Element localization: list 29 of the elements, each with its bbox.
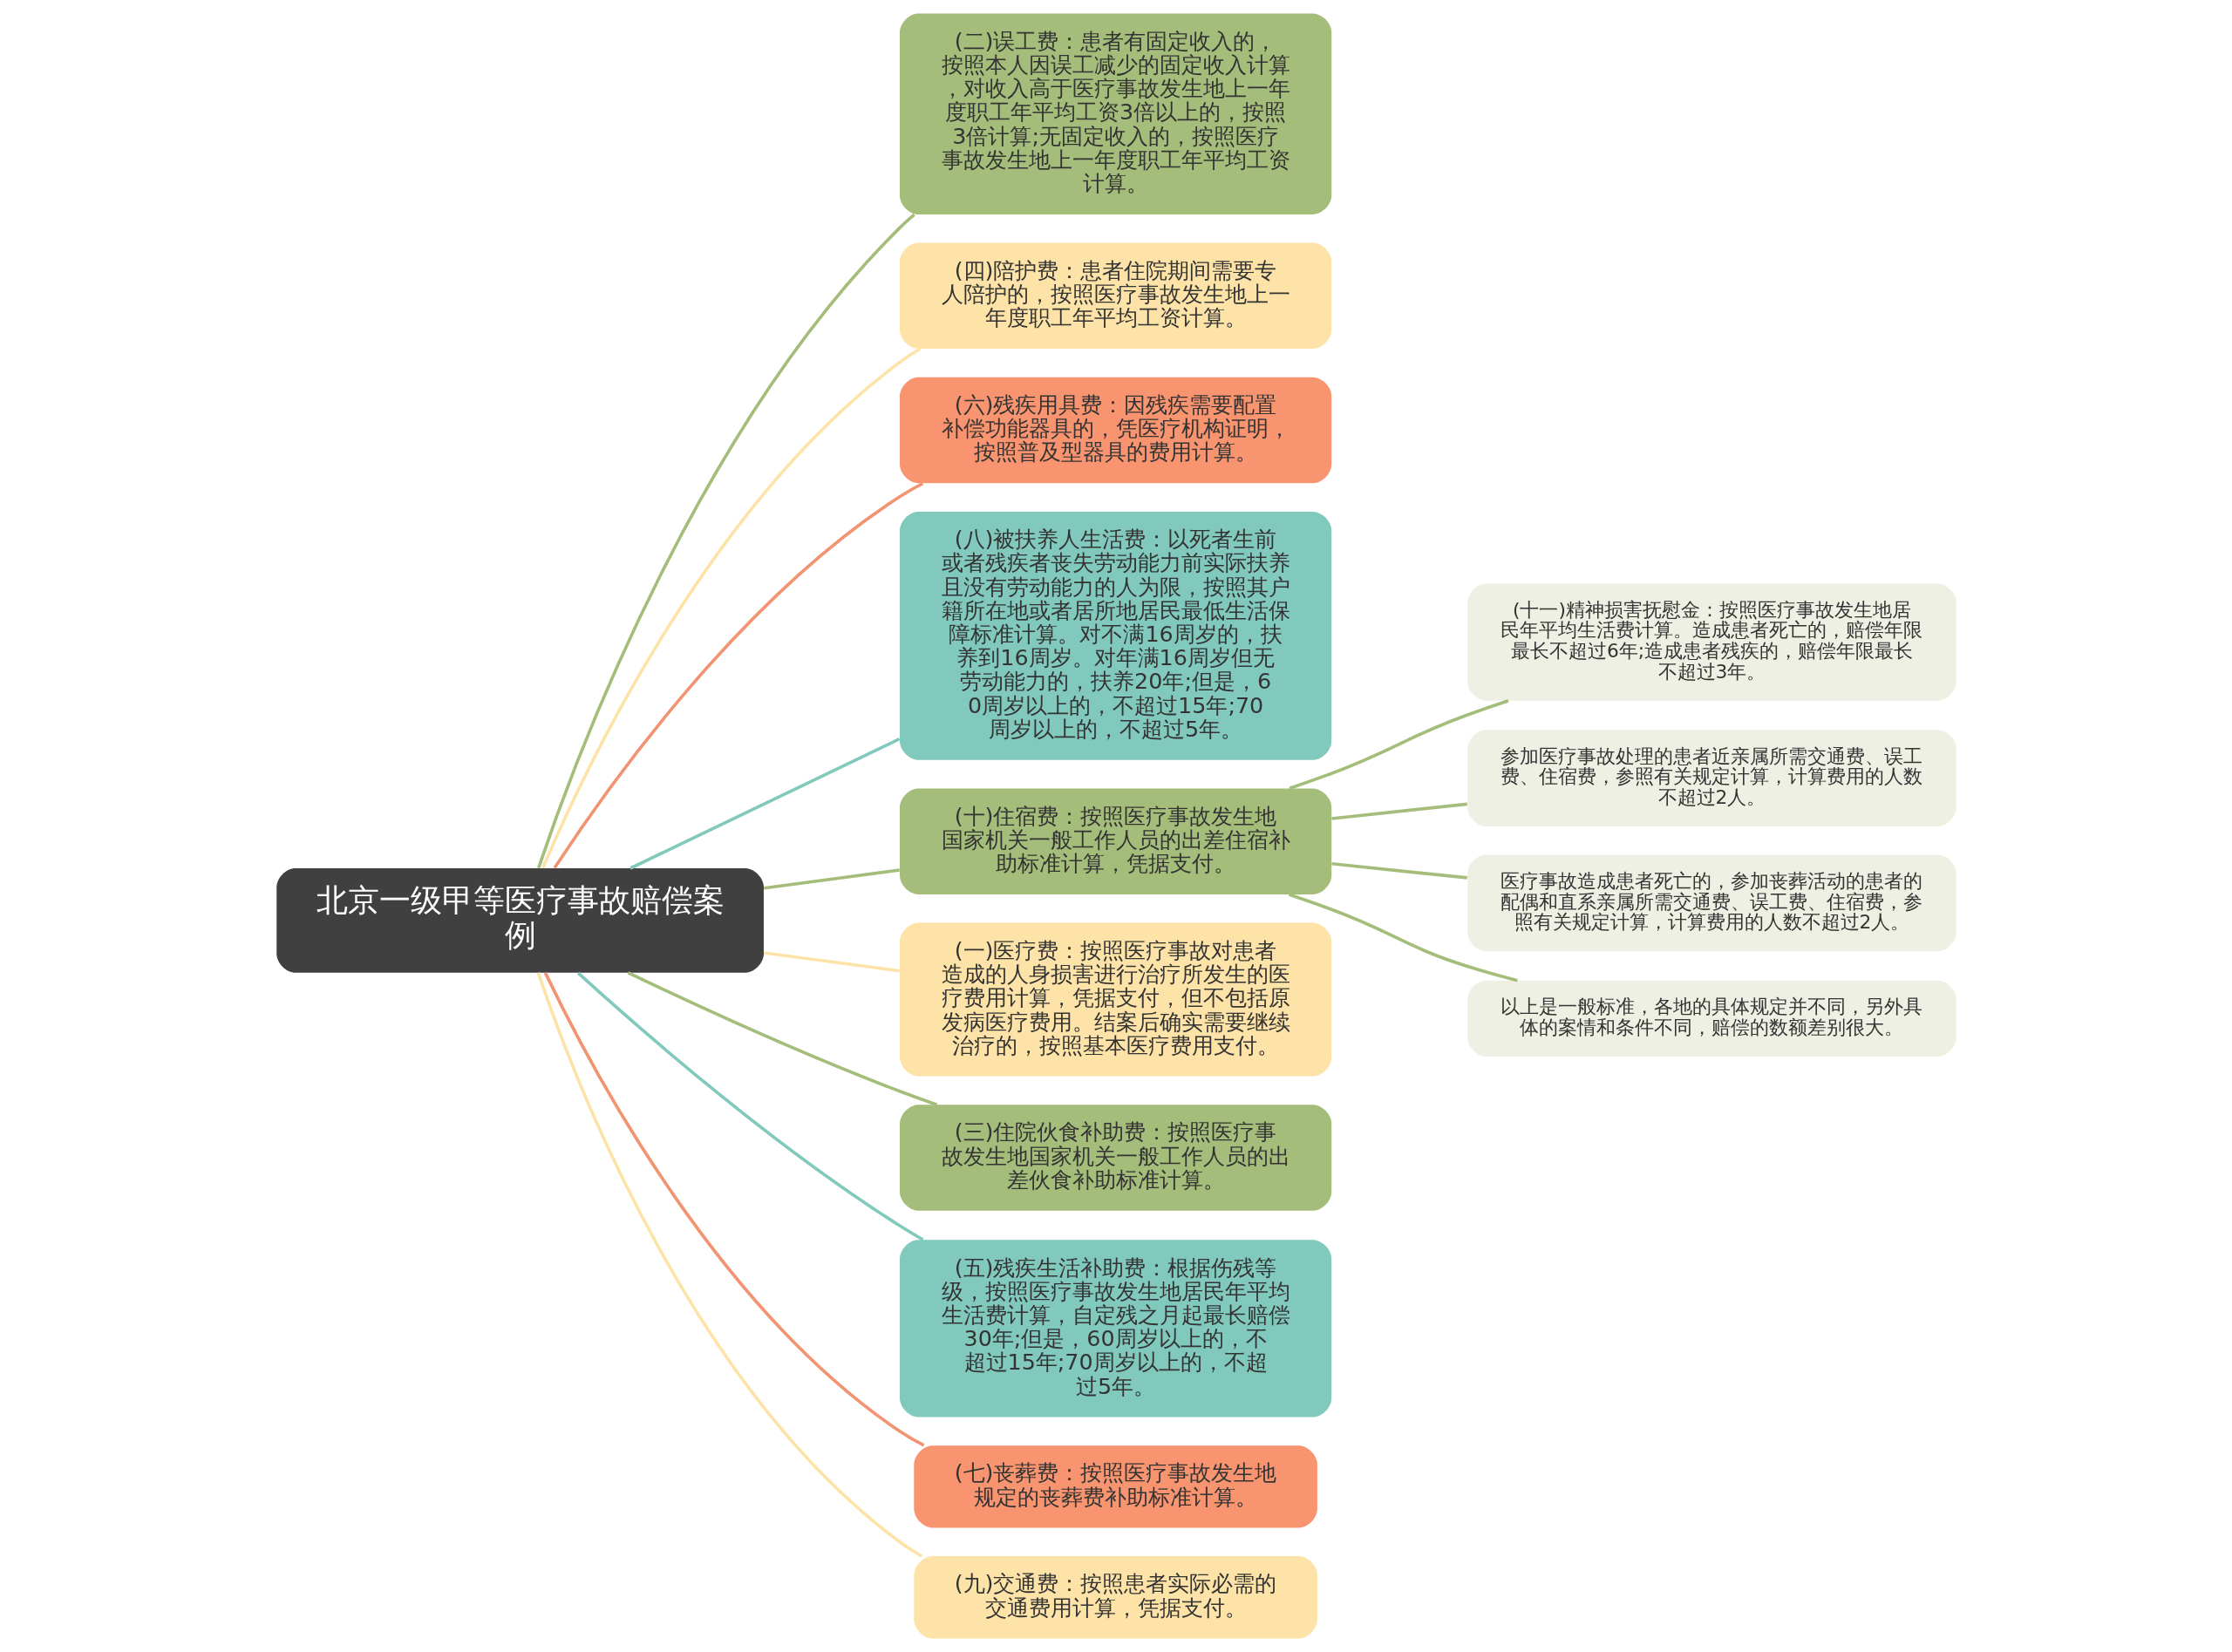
node-box: 医疗事故造成患者死亡的，参加丧葬活动的患者的配偶和直系亲属所需交通费、误工费、住宿费，参照有关规定计算，计算费用的人数不超过2人。 [1466,854,1956,952]
node-box: 以上是一般标准，各地的具体规定并不同，另外具体的案情和条件不同，赔偿的数额差别很大。 [1466,980,1956,1057]
node-box: (三)住院伙食补助费：按照医疗事故发生地国家机关一般工作人员的出差伙食补助标准计算。 [899,1105,1331,1211]
connector [627,971,937,1106]
connector [1330,861,1467,880]
connector [553,481,923,869]
connector [576,971,923,1241]
connector [1289,699,1509,791]
connector [536,213,915,869]
node-box: (五)残疾生活补助费：根据伤残等级，按照医疗事故发生地居民年平均生活费计算，自定残之月起最长赔偿30年;但是，60周岁以上的，不超过15年;70周岁以上的，不超过5年。 [899,1240,1331,1417]
connector [541,347,921,869]
connector [629,738,900,870]
node-box: (二)误工费：患者有固定收入的，按照本人因误工减少的固定收入计算，对收入高于医疗事故发生地上一年度职工年平均工资3倍以上的，按照3倍计算;无固定收入的，按照医疗事故发生地上一年度职工年平均工资计算。 [899,13,1331,214]
connector [763,868,900,890]
connector [543,972,924,1447]
node-box: (一)医疗费：按照医疗事故对患者造成的人身损害进行治疗所发生的医疗费用计算，凭据支付，但不包括原发病医疗费用。结案后确实需要继续治疗的，按照基本医疗费用支付。 [899,922,1331,1077]
node-box: (七)丧葬费：按照医疗事故发生地规定的丧葬费补助标准计算。 [913,1445,1317,1528]
node-box: 参加医疗事故处理的患者近亲属所需交通费、误工费、住宿费，参照有关规定计算，计算费用的人数不超过2人。 [1466,730,1956,826]
node-box: (六)残疾用具费：因残疾需要配置补偿功能器具的，凭医疗机构证明，按照普及型器具的费用计算。 [899,377,1331,484]
connector [763,951,900,973]
node-box: (十一)精神损害抚慰金：按照医疗事故发生地居民年平均生活费计算。造成患者死亡的，赔偿年限最长不超过6年;造成患者残疾的，赔偿年限最长不超过3年。 [1466,583,1956,701]
node-box: (四)陪护费：患者住院期间需要专人陪护的，按照医疗事故发生地上一年度职工年平均工资计算。 [899,242,1331,350]
connector [1288,893,1518,982]
node-box: (八)被扶养人生活费：以死者生前或者残疾者丧失劳动能力前实际扶养且没有劳动能力的人为限，按照其户籍所在地或者居所地居民最低生活保障标准计算。对不满16周岁的，扶养到16周岁。对年满16周岁但无劳动能力的，扶养20年;但是，60周岁以上的，不超过15年;70周岁以上的，不超过5年。 [899,511,1331,760]
connector [536,972,922,1558]
node-box: (十)住宿费：按照医疗事故发生地国家机关一般工作人员的出差住宿补助标准计算，凭据支付。 [899,788,1331,894]
node-box: (九)交通费：按照患者实际必需的交通费用计算，凭据支付。 [913,1556,1317,1639]
node-box: 北京一级甲等医疗事故赔偿案例 [276,868,764,973]
connector [1330,802,1467,820]
